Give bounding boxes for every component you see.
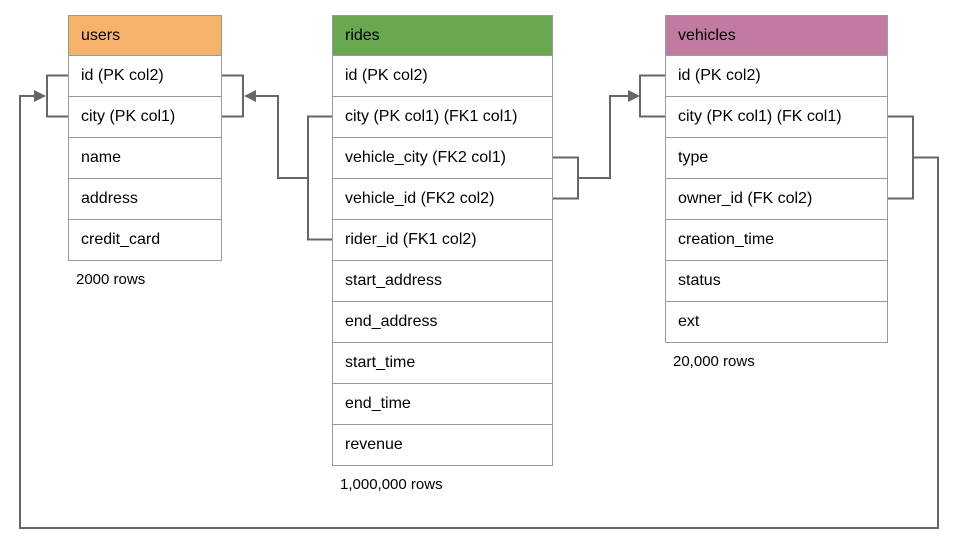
rides-fk2-line (578, 95, 628, 179)
table-vehicles-header: vehicles (666, 16, 887, 55)
table-vehicles-box: vehicles id (PK col2)city (PK col1) (FK … (665, 15, 888, 343)
row-count-label: 1,000,000 rows (340, 476, 443, 493)
table-row: credit_card (69, 219, 221, 260)
table-vehicles-rows: id (PK col2)city (PK col1) (FK col1)type… (666, 55, 887, 342)
table-title: rides (345, 26, 380, 44)
table-vehicles: vehicles id (PK col2)city (PK col1) (FK … (665, 15, 888, 370)
table-rides-rows: id (PK col2)city (PK col1) (FK1 col1)veh… (333, 55, 552, 465)
table-row: rider_id (FK1 col2) (333, 219, 552, 260)
vehicles-right-bracket (888, 115, 914, 200)
table-row: start_address (333, 260, 552, 301)
rides-fk1-line (256, 95, 308, 179)
table-title: vehicles (678, 26, 736, 44)
rides-left-bracket (307, 115, 332, 241)
table-row: status (666, 260, 887, 301)
users-right-bracket (222, 74, 244, 118)
table-row: city (PK col1) (69, 96, 221, 137)
table-row: vehicle_id (FK2 col2) (333, 178, 552, 219)
connector-vehicles-fk-to-users (19, 74, 939, 529)
rides-right-bracket (553, 156, 579, 200)
table-row: start_time (333, 342, 552, 383)
table-row: creation_time (666, 219, 887, 260)
table-row: city (PK col1) (FK1 col1) (333, 96, 552, 137)
table-row: id (PK col2) (333, 55, 552, 96)
arrow-into-users-right-icon (244, 90, 256, 102)
users-left-bracket (46, 74, 68, 118)
table-row: city (PK col1) (FK col1) (666, 96, 887, 137)
table-row: owner_id (FK col2) (666, 178, 887, 219)
table-row: id (PK col2) (69, 55, 221, 96)
table-row: end_time (333, 383, 552, 424)
table-users-header: users (69, 16, 221, 55)
table-row: type (666, 137, 887, 178)
vehicles-fk-loop-line (19, 95, 939, 529)
connector-rides-fk1-to-users (222, 74, 332, 241)
table-row: id (PK col2) (666, 55, 887, 96)
vehicles-left-bracket (639, 74, 665, 118)
row-count-label: 2000 rows (76, 271, 146, 288)
arrow-into-users-left-icon (34, 90, 46, 102)
arrow-into-vehicles-left-icon (628, 90, 640, 102)
table-rides-box: rides id (PK col2)city (PK col1) (FK1 co… (332, 15, 553, 466)
connector-rides-fk2-to-vehicles (553, 74, 665, 200)
table-title: users (81, 26, 121, 44)
table-row: end_address (333, 301, 552, 342)
table-rides-header: rides (333, 16, 552, 55)
table-row: address (69, 178, 221, 219)
table-row: vehicle_city (FK2 col1) (333, 137, 552, 178)
table-row: revenue (333, 424, 552, 465)
table-row: ext (666, 301, 887, 342)
table-row: name (69, 137, 221, 178)
row-count-label: 20,000 rows (673, 353, 755, 370)
table-rides: rides id (PK col2)city (PK col1) (FK1 co… (332, 15, 553, 493)
